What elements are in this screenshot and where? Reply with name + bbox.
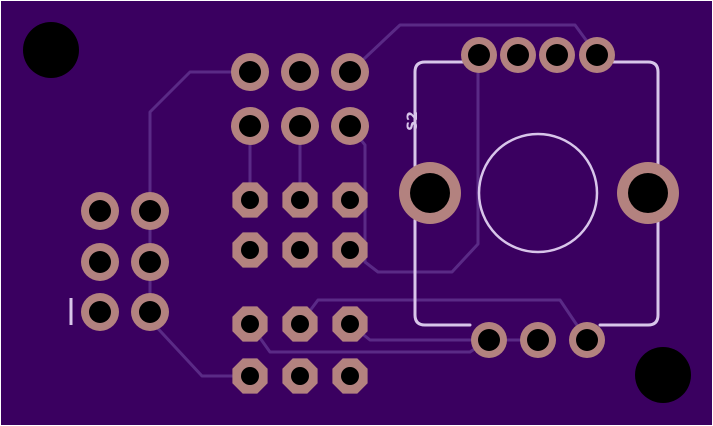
left-header-pad-1: [81, 192, 119, 230]
mid-grid-pad-6-drill: [341, 241, 359, 259]
switch-top-pin-3-drill: [546, 44, 568, 66]
left-header-pad-2: [131, 192, 169, 230]
top-grid-pad-4-drill: [239, 115, 261, 137]
low-grid-pad-3-drill: [341, 315, 359, 333]
left-header-pad-4: [131, 243, 169, 281]
switch-mount-lug-left-drill: [410, 173, 450, 213]
switch-top-pin-1-drill: [468, 44, 490, 66]
switch-top-pin-2: [500, 37, 536, 73]
mount-hole-bottom-right: [635, 347, 691, 403]
top-grid-pad-5-drill: [289, 115, 311, 137]
top-grid-pad-2-drill: [289, 61, 311, 83]
left-header-pad-1-drill: [89, 200, 111, 222]
mount-hole-top-left: [23, 22, 79, 78]
top-grid-pad-5: [281, 107, 319, 145]
switch-mount-lug-left: [399, 162, 461, 224]
switch-bottom-pin-3: [569, 322, 605, 358]
switch-mount-lug-right: [617, 162, 679, 224]
left-header-pad-3-drill: [89, 251, 111, 273]
switch-bottom-pin-3-drill: [576, 329, 598, 351]
mid-grid-pad-3: [332, 182, 368, 218]
switch-top-pin-4: [579, 37, 615, 73]
top-grid-pad-6: [331, 107, 369, 145]
mid-grid-pad-4-drill: [241, 241, 259, 259]
trace-top-to-header: [348, 23, 599, 74]
switch-mount-lug-right-drill: [628, 173, 668, 213]
left-header-pad-2-drill: [139, 200, 161, 222]
top-grid-pad-1: [231, 53, 269, 91]
switch-bottom-pin-2: [520, 322, 556, 358]
switch-reference-label: S2: [405, 111, 421, 131]
left-header-pad-6-drill: [139, 301, 161, 323]
left-header-pad-4-drill: [139, 251, 161, 273]
top-grid-pad-3-drill: [339, 61, 361, 83]
left-header-pad-5: [81, 293, 119, 331]
low-grid-pad-5-drill: [291, 367, 309, 385]
switch-bottom-pin-1-drill: [478, 329, 500, 351]
switch-top-pin-4-drill: [586, 44, 608, 66]
mid-grid-pad-5: [282, 232, 318, 268]
switch-bottom-pin-2-drill: [527, 329, 549, 351]
low-grid-pad-1-drill: [241, 315, 259, 333]
mid-grid-pad-3-drill: [341, 191, 359, 209]
switch-top-pin-1: [461, 37, 497, 73]
left-header-pad-6: [131, 293, 169, 331]
left-header-pad-5-drill: [89, 301, 111, 323]
switch-knob-outline: [477, 132, 599, 254]
low-grid-pad-6-drill: [341, 367, 359, 385]
mid-grid-pad-6: [332, 232, 368, 268]
switch-top-pin-3: [539, 37, 575, 73]
left-header-pad-3: [81, 243, 119, 281]
mid-grid-pad-1: [232, 182, 268, 218]
mid-grid-pad-2: [282, 182, 318, 218]
low-grid-pad-4: [232, 358, 268, 394]
low-grid-pad-3: [332, 306, 368, 342]
top-grid-pad-2: [281, 53, 319, 91]
mid-grid-pad-2-drill: [291, 191, 309, 209]
trace-col3: [348, 53, 480, 274]
mid-grid-pad-1-drill: [241, 191, 259, 209]
top-grid-pad-4: [231, 107, 269, 145]
mid-grid-pad-4: [232, 232, 268, 268]
low-grid-pad-2: [282, 306, 318, 342]
low-grid-pad-2-drill: [291, 315, 309, 333]
top-grid-pad-1-drill: [239, 61, 261, 83]
top-grid-pad-3: [331, 53, 369, 91]
mid-grid-pad-5-drill: [291, 241, 309, 259]
switch-top-pin-2-drill: [507, 44, 529, 66]
low-grid-pad-6: [332, 358, 368, 394]
pads-layer: [81, 37, 679, 394]
low-grid-pad-4-drill: [241, 367, 259, 385]
low-grid-pad-5: [282, 358, 318, 394]
top-grid-pad-6-drill: [339, 115, 361, 137]
switch-bottom-pin-1: [471, 322, 507, 358]
low-grid-pad-1: [232, 306, 268, 342]
